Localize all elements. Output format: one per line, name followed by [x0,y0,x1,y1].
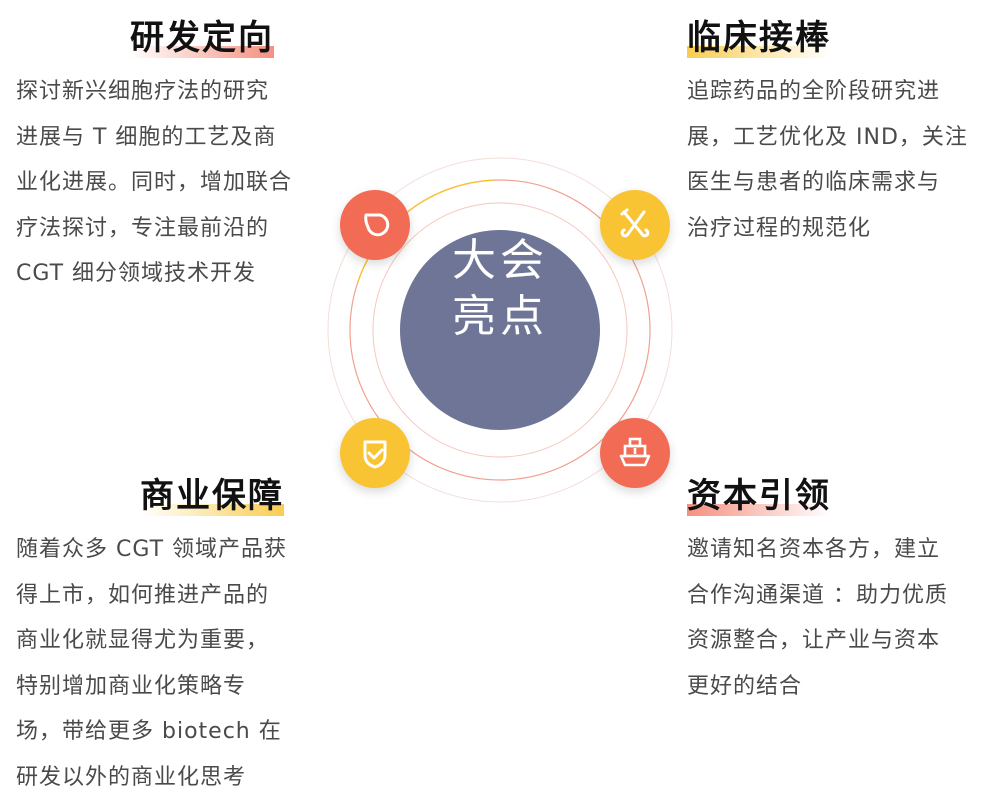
center-label: 大会 亮点 [452,235,548,342]
section-capital: 资本引领 邀请知名资本各方，建立 合作沟通渠道 ：助力优质 资源整合，让产业与资… [680,460,1000,720]
section-clinical-text: 追踪药品的全阶段研究进 展，工艺优化及 IND，关注 医生与患者的临床需求与 治… [687,79,968,241]
drop-icon [340,190,410,260]
section-clinical-title: 临床接棒 [687,18,831,58]
diagram-rings [327,157,673,503]
section-capital-text: 邀请知名资本各方，建立 合作沟通渠道 ：助力优质 资源整合，让产业与资本 更好的… [687,537,948,699]
shield-check-icon [340,418,410,488]
center-circle [400,230,600,430]
section-capital-title: 资本引领 [687,476,831,516]
section-business-title: 商业保障 [140,476,284,516]
section-business-text: 随着众多 CGT 领域产品获 得上市，如何推进产品的 商业化就显得尤为重要， 特… [16,537,288,790]
section-rd-title: 研发定向 [130,18,274,58]
section-rd-text: 探讨新兴细胞疗法的研究 进展与 T 细胞的工艺及商 业化进展。同时，增加联合 疗… [16,79,293,286]
section-rd: 研发定向 探讨新兴细胞疗法的研究 进展与 T 细胞的工艺及商 业化进展。同时，增… [0,0,310,300]
section-business: 商业保障 随着众多 CGT 领域产品获 得上市，如何推进产品的 商业化就显得尤为… [0,460,310,797]
crossed-tools-icon [600,190,670,260]
ship-icon [600,418,670,488]
section-clinical: 临床接棒 追踪药品的全阶段研究进 展，工艺优化及 IND，关注 医生与患者的临床… [680,0,1000,260]
highlights-diagram: 大会 亮点 [320,150,680,510]
